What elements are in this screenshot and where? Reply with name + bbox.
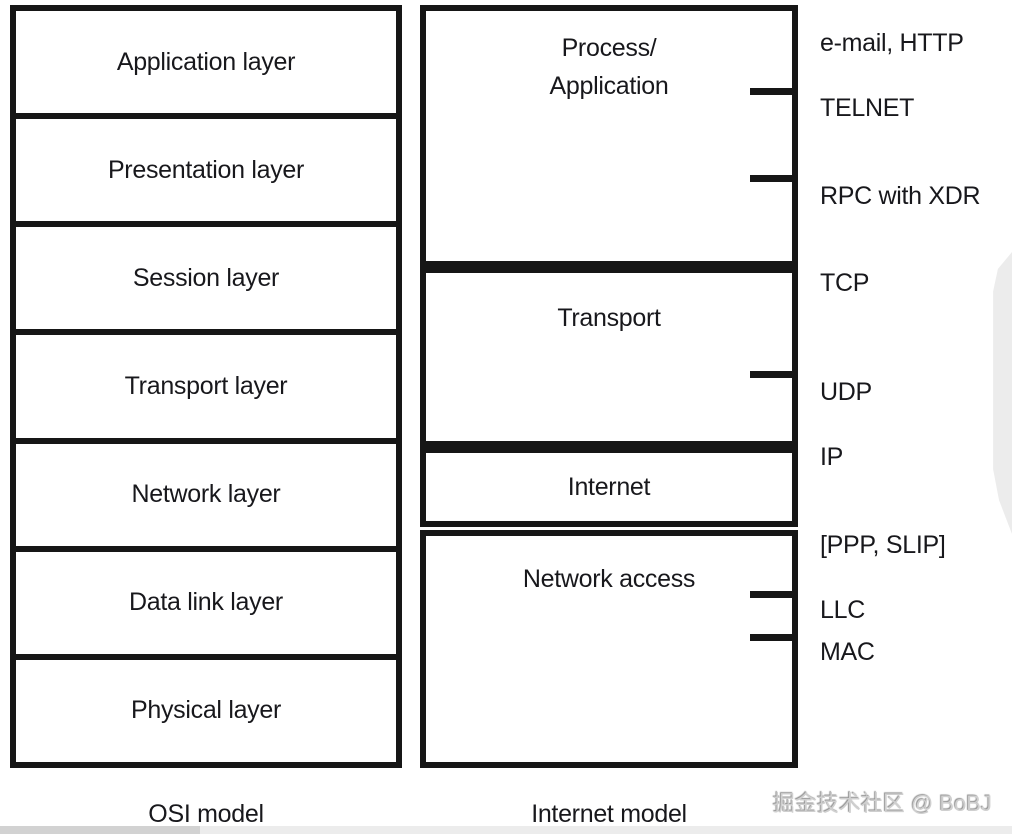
- osi-layer-data-link: Data link layer: [16, 552, 396, 660]
- osi-layer-presentation: Presentation layer: [16, 119, 396, 228]
- bottom-strip-light: [200, 826, 1012, 834]
- internet-model-stack: Process/ Application Transport Internet …: [420, 5, 798, 768]
- osi-model-caption: OSI model: [148, 800, 264, 828]
- right-edge-gray-shape: [993, 252, 1012, 534]
- osi-layer-physical: Physical layer: [130, 696, 282, 725]
- internet-layer-transport: Transport: [420, 267, 798, 447]
- osi-model-stack: Application layer Presentation layer Ses…: [10, 5, 402, 768]
- internet-layer-process-application: Process/ Application: [420, 5, 798, 267]
- internet-layer-network-access: Network access: [420, 530, 798, 768]
- internet-model-caption: Internet model: [531, 800, 687, 828]
- protocol-label-rpc-with-xdr: RPC with XDR: [820, 182, 981, 210]
- internet-layer-label: Network access: [522, 565, 696, 593]
- internet-layer-label: Process/ Application: [549, 34, 669, 100]
- osi-layer-network: Network layer: [16, 444, 396, 552]
- osi-layer-application: Application layer: [16, 11, 396, 120]
- protocol-label-ip: IP: [820, 443, 844, 471]
- tick-rpc-xdr: [750, 175, 798, 182]
- protocol-label-tcp: TCP: [820, 269, 870, 297]
- protocol-label-telnet: TELNET: [820, 94, 915, 122]
- tick-mac: [750, 634, 798, 641]
- internet-layer-label: Internet: [567, 473, 651, 501]
- tick-udp: [750, 371, 798, 378]
- tick-telnet: [750, 88, 798, 95]
- osi-layer-session: Session layer: [16, 227, 396, 336]
- protocol-label-llc: LLC: [820, 596, 865, 624]
- protocol-label-email-http: e-mail, HTTP: [820, 29, 964, 57]
- juejin-watermark: 掘金技术社区 @ BoBJ: [772, 791, 992, 816]
- tick-llc: [750, 591, 798, 598]
- internet-layer-internet: Internet: [420, 447, 798, 527]
- protocol-label-udp: UDP: [820, 378, 872, 406]
- bottom-strip-dark: [0, 826, 200, 834]
- internet-layer-label: Transport: [557, 304, 661, 332]
- protocol-label-ppp-slip: [PPP, SLIP]: [820, 531, 946, 559]
- protocol-label-mac: MAC: [820, 638, 875, 666]
- osi-layer-transport: Transport layer: [16, 335, 396, 444]
